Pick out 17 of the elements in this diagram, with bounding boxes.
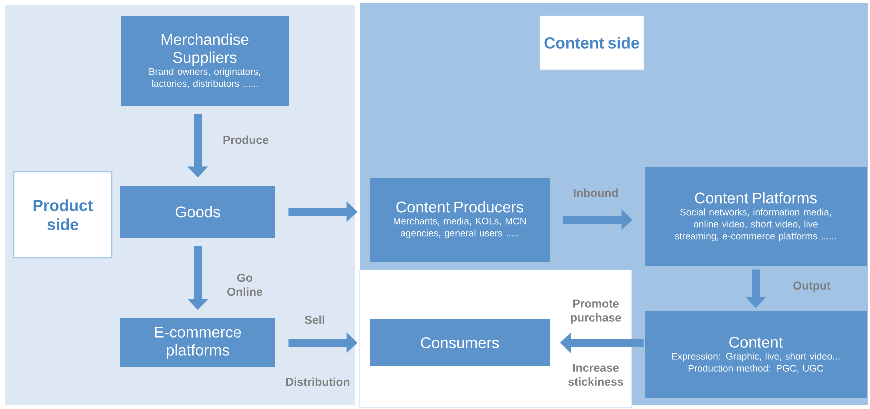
process-box: Consumers bbox=[370, 320, 550, 366]
edge-label: Go Online bbox=[228, 274, 263, 296]
note-label: Distribution bbox=[286, 378, 350, 386]
process-box: Content Platforms Social networks, information media, online video, short video, live streaming, e-commerce platforms ...... bbox=[645, 168, 867, 266]
label-box: Product side bbox=[13, 171, 113, 259]
edge-label: Output bbox=[794, 282, 831, 292]
process-box: Content Expression: Graphic, live, short video... Production method: PGC, UGC bbox=[645, 312, 867, 398]
process-box: Content Producers Merchants, media, KOLs, MCN agencies, general users ..... bbox=[370, 178, 550, 262]
label-box: Content side bbox=[538, 14, 646, 72]
note-label: Increase stickiness bbox=[568, 364, 624, 386]
process-box: Merchandise Suppliers Brand owners, originators, factories, distributors ...... bbox=[121, 16, 289, 106]
edge-label: Promote purchase bbox=[571, 300, 622, 324]
edge-label: Sell bbox=[305, 316, 324, 324]
edge-label: Produce bbox=[224, 136, 269, 144]
process-box: E-commerce platforms bbox=[120, 318, 276, 368]
process-box: Goods bbox=[120, 186, 276, 238]
edge-label: Inbound bbox=[574, 188, 618, 198]
